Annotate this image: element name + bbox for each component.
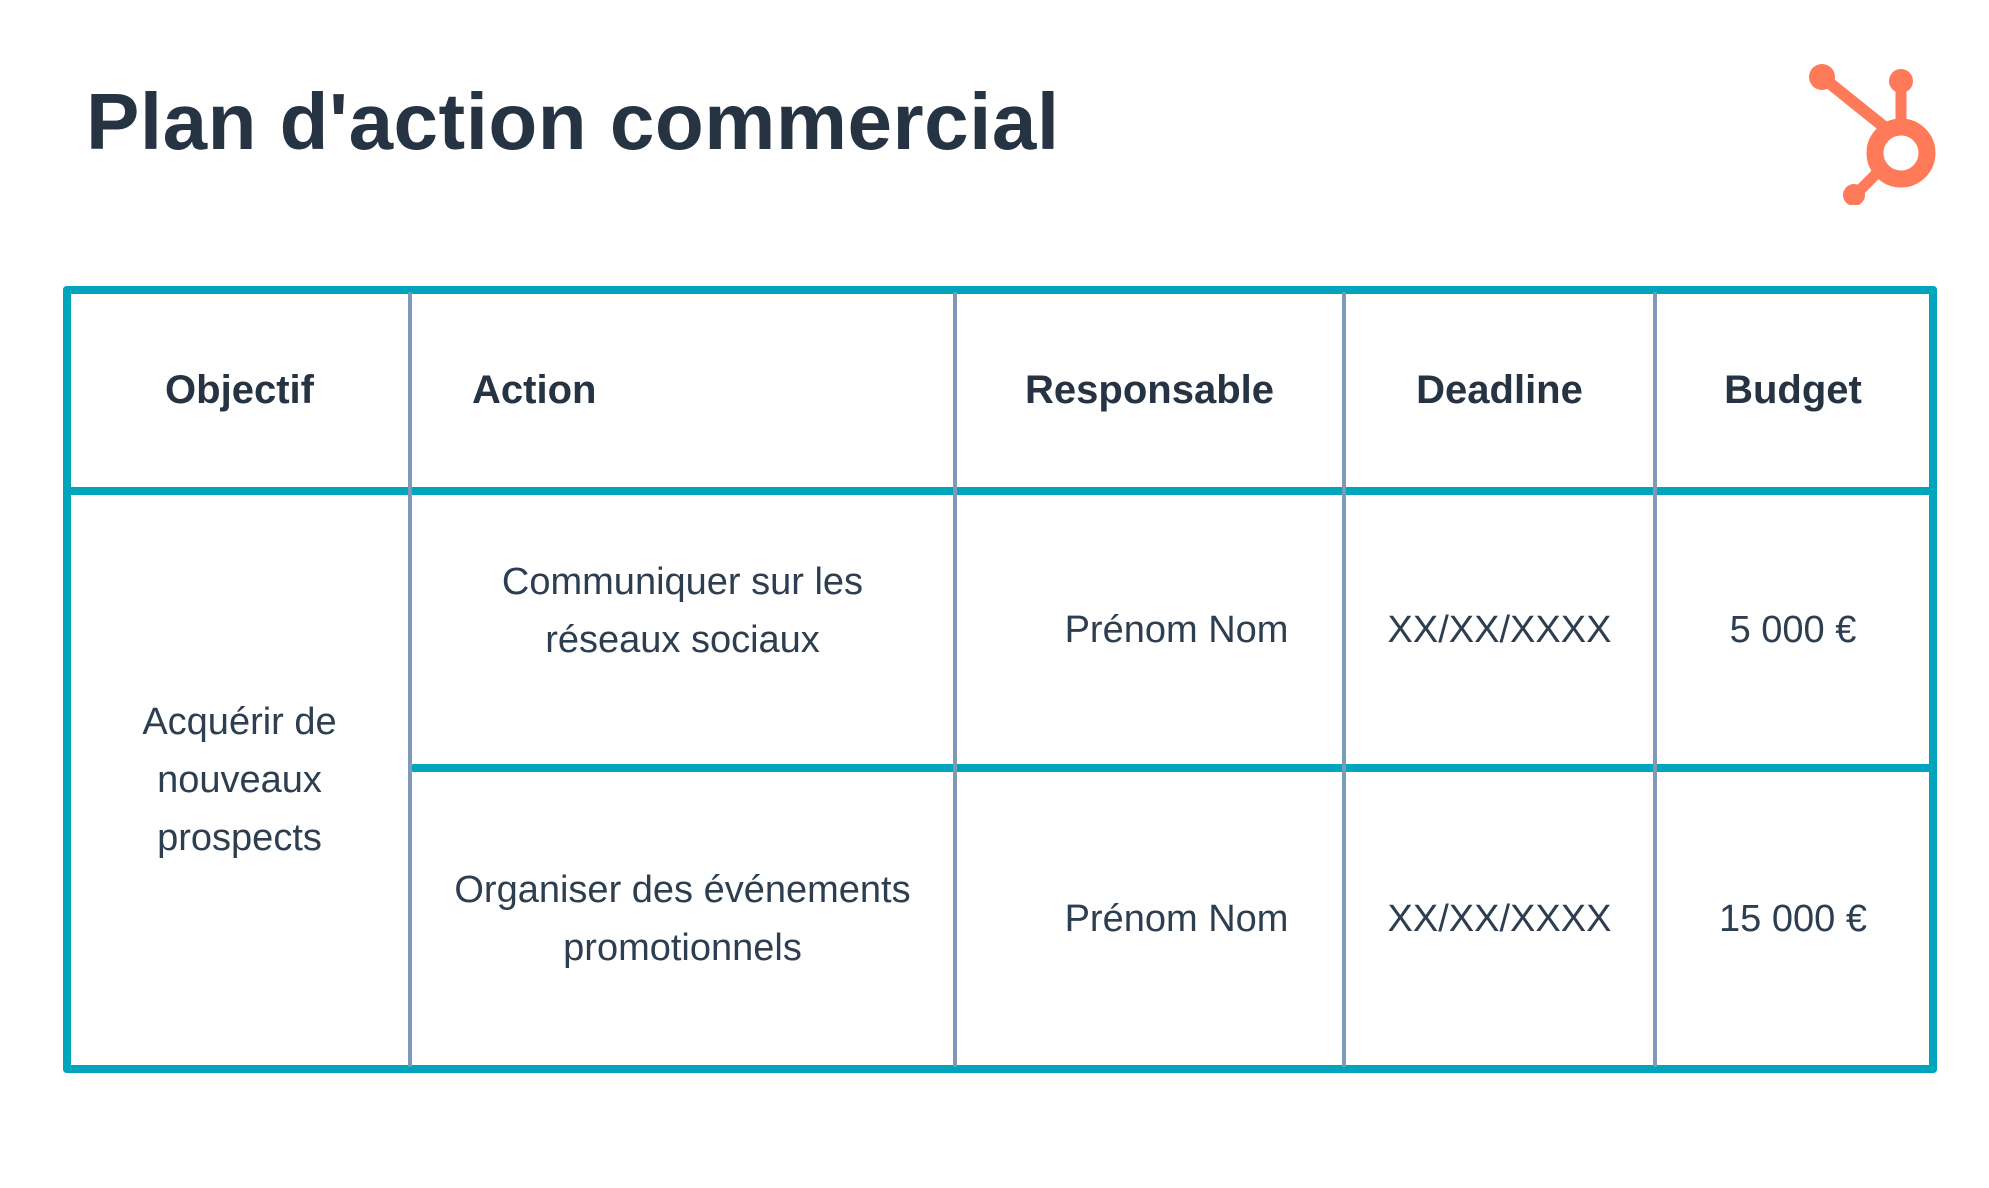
- hubspot-logo-icon: [1809, 64, 1936, 205]
- action-plan-table: Objectif Action Responsable Deadline Bud…: [63, 286, 1937, 1073]
- row1-responsable: Prénom Nom: [1064, 608, 1289, 651]
- header-budget: Budget: [1724, 368, 1862, 412]
- table-border-right: [1929, 286, 1937, 1073]
- header-deadline: Deadline: [1416, 368, 1583, 412]
- table-border-bottom: [63, 1065, 1937, 1073]
- objective-cell: Acquérir de nouveaux prospects: [142, 701, 337, 859]
- row2-responsable: Prénom Nom: [1064, 897, 1289, 940]
- table-border-left: [63, 286, 71, 1073]
- page-title: Plan d'action commercial: [86, 77, 1060, 166]
- row2-budget: 15 000 €: [1719, 897, 1867, 940]
- table-border-top: [63, 286, 1937, 294]
- header-objectif: Objectif: [165, 368, 314, 412]
- col-divider-2: [953, 292, 957, 1067]
- header-action: Action: [472, 368, 597, 412]
- header-separator: [63, 487, 1937, 495]
- row2-deadline: XX/XX/XXXX: [1387, 897, 1612, 940]
- row1-deadline: XX/XX/XXXX: [1387, 608, 1612, 651]
- row1-action: Communiquer sur les réseaux sociaux: [501, 561, 864, 661]
- row1-budget: 5 000 €: [1729, 608, 1857, 651]
- col-divider-1: [408, 292, 412, 1067]
- header-responsable: Responsable: [1025, 368, 1274, 412]
- row-separator: [410, 764, 1937, 772]
- col-divider-3: [1342, 292, 1346, 1067]
- col-divider-4: [1653, 292, 1657, 1067]
- row2-action: Organiser des événements promotionnels: [454, 868, 911, 969]
